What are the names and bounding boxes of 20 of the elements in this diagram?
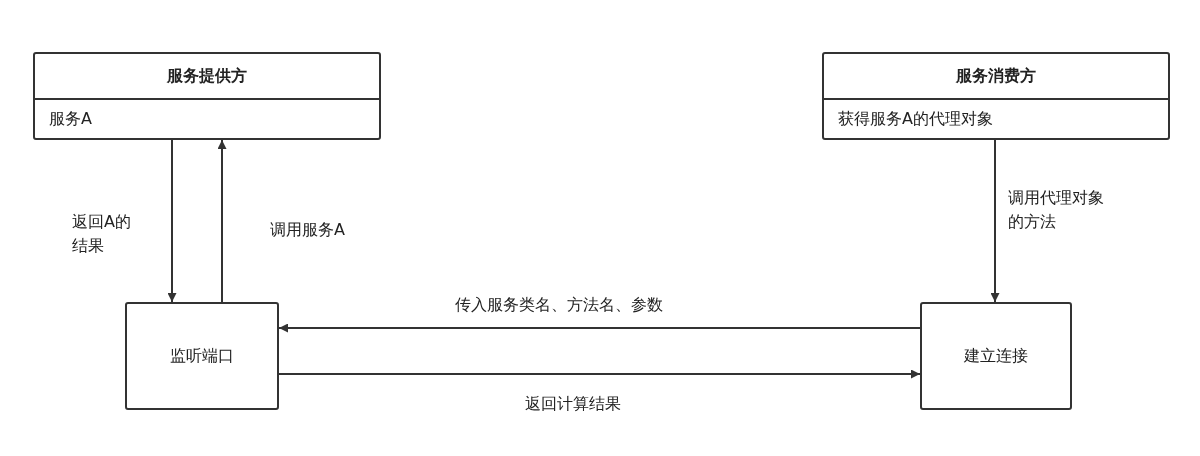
box-body-text: 服务A [49,108,92,130]
box-header: 服务提供方 [35,54,379,100]
edge-label: 返回A的结果 [72,211,132,257]
arrow [167,139,177,303]
arrow [990,139,1000,303]
box-title: 监听端口 [170,345,234,367]
edge-label: 调用代理对象的方法 [1008,187,1105,233]
box-header: 服务消费方 [824,54,1168,100]
arrow [217,139,227,303]
arrow [278,369,921,379]
arrow [278,323,921,333]
process-box [920,302,1072,410]
box-body-text: 获得服务A的代理对象 [838,108,993,130]
edge-label: 调用服务A [270,219,346,241]
class-box [822,52,1170,140]
process-box [125,302,279,410]
edge-label: 返回计算结果 [525,393,622,415]
edge-label: 传入服务类名、方法名、参数 [455,294,664,316]
class-box [33,52,381,140]
box-title: 建立连接 [964,345,1028,367]
